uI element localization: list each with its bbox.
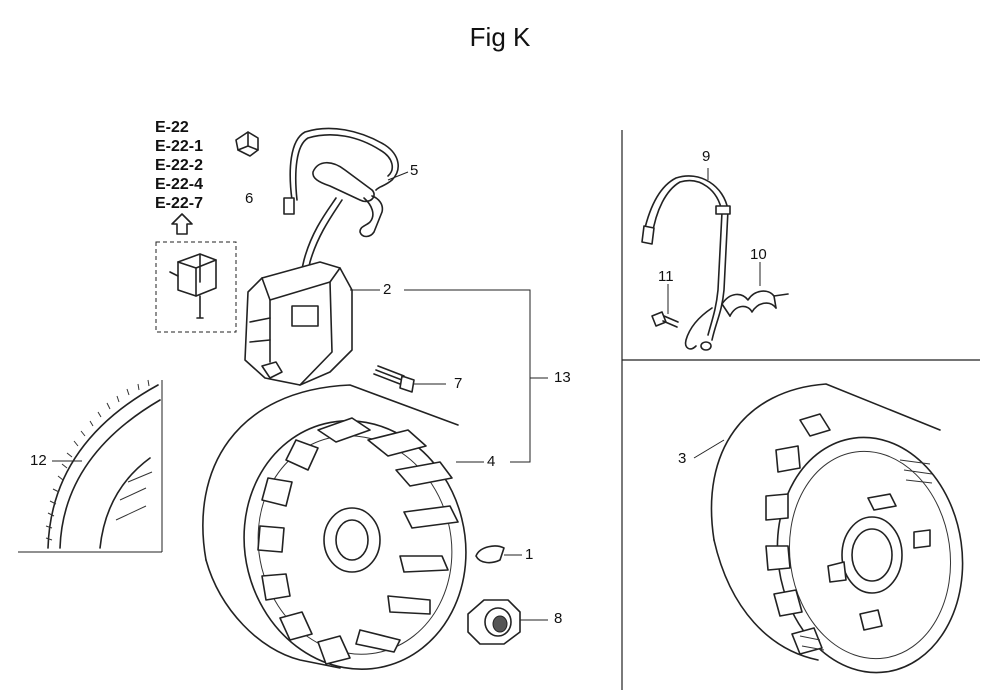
reference-item: E-22-2 — [155, 157, 204, 174]
callout-5: 5 — [410, 162, 419, 179]
reference-item: E-22-1 — [155, 138, 204, 155]
reference-item: E-22-4 — [155, 176, 204, 193]
wire-harness-part — [641, 175, 731, 351]
flywheel-nut-part — [467, 599, 521, 645]
panel-dividers — [18, 130, 980, 690]
reference-item: E-22 — [155, 119, 189, 136]
figure-title: Fig K — [469, 22, 531, 52]
callout-2: 2 — [383, 281, 392, 298]
woodruff-key-part — [475, 545, 505, 564]
callout-7: 7 — [454, 375, 463, 392]
flywheel-part — [202, 384, 467, 670]
bolt-part — [373, 365, 415, 393]
callout-3: 3 — [678, 450, 687, 467]
callout-13: 13 — [554, 369, 571, 386]
reference-list: E-22 E-22-1 E-22-2 E-22-4 E-22-7 — [155, 118, 203, 213]
callout-4: 4 — [487, 453, 496, 470]
leader-lines — [52, 168, 761, 621]
callout-8: 8 — [554, 610, 563, 627]
screw-part — [651, 311, 679, 328]
clip-part — [235, 131, 259, 157]
alternate-coil-box — [155, 241, 237, 333]
up-arrow-icon — [171, 213, 193, 235]
callout-10: 10 — [750, 246, 767, 263]
callout-1: 1 — [525, 546, 534, 563]
ignition-coil-part — [244, 261, 353, 386]
callout-11: 11 — [658, 268, 674, 285]
callout-12: 12 — [30, 452, 47, 469]
callout-6: 6 — [245, 190, 254, 207]
wire-clamp-part — [721, 290, 789, 317]
ring-gear-part — [45, 379, 161, 549]
flywheel-alt-part — [710, 383, 964, 674]
callout-9: 9 — [702, 148, 711, 165]
reference-item: E-22-7 — [155, 195, 204, 212]
